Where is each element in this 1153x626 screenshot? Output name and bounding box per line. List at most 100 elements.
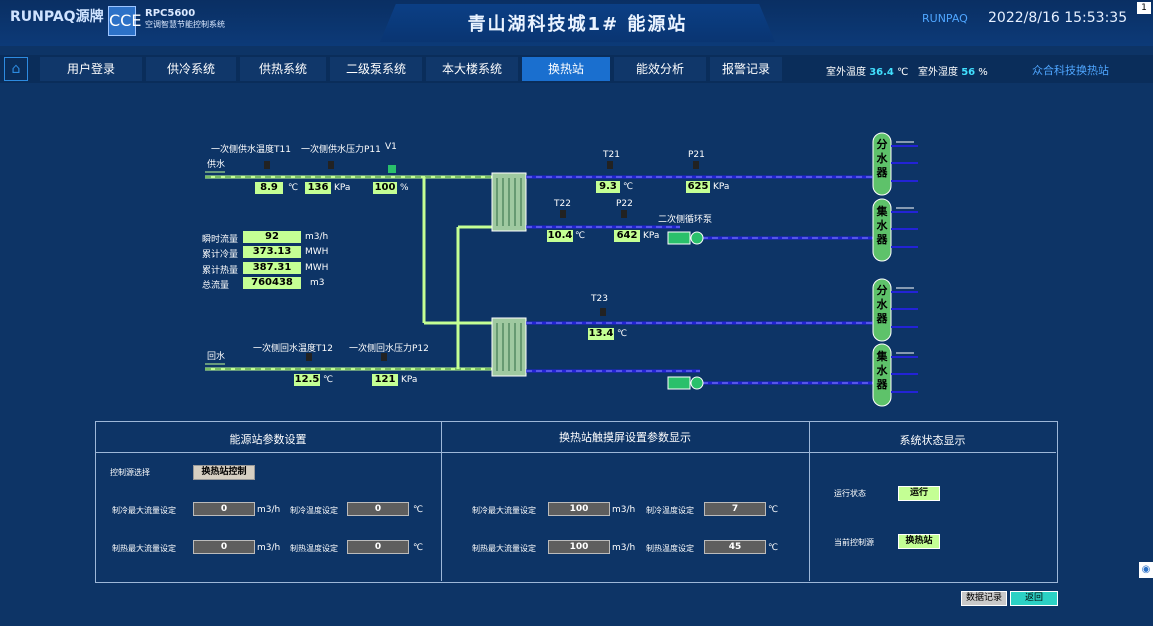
cool-value: 373.13 <box>243 246 301 258</box>
manifold-char: 器 <box>876 312 888 325</box>
p21-unit: KPa <box>713 182 730 192</box>
manifold-collector-2: 集 水 器 <box>876 350 888 392</box>
mid-heat-temp-label: 制热温度设定 <box>646 544 694 553</box>
mid-cool-flow-label: 制冷最大流量设定 <box>472 506 536 515</box>
ctrl-source-button[interactable]: 换热站控制 <box>193 465 255 480</box>
run-state-badge: 运行 <box>898 486 940 501</box>
panel-header-line <box>95 452 1056 453</box>
outdoor-humidity: 室外湿度 56 % <box>918 63 988 78</box>
manifold-char: 分 <box>876 138 888 151</box>
manifold-distributor-1: 分 水 器 <box>876 138 888 180</box>
t22-value: 10.4 <box>547 230 573 242</box>
t23-unit: ℃ <box>617 329 628 339</box>
window-button[interactable]: 1 <box>1137 2 1151 14</box>
energy-panel-title: 能源站参数设置 <box>229 433 307 446</box>
touch-panel-title: 换热站触摸屏设置参数显示 <box>559 431 691 444</box>
mid-heat-flow-value: 100 <box>548 540 610 554</box>
run-state-label: 运行状态 <box>834 489 866 498</box>
outdoor-temp: 室外温度 36.4 ℃ <box>826 63 908 78</box>
nav-tab-3[interactable]: 二级泵系统 <box>330 57 422 81</box>
mid-cool-flow-value: 100 <box>548 502 610 516</box>
supply-label: 供水 <box>207 160 226 170</box>
home-icon[interactable]: ⌂ <box>4 57 28 81</box>
p11-value: 136 <box>305 182 331 194</box>
p12-value: 121 <box>372 374 398 386</box>
left-heat-flow-input[interactable]: 0 <box>193 540 255 554</box>
mid-heat-temp-value: 45 <box>704 540 766 554</box>
settings-panel <box>95 421 1058 583</box>
back-button[interactable]: 返回 <box>1010 591 1058 606</box>
heat-value: 387.31 <box>243 262 301 274</box>
product-subtitle: 空调智慧节能控制系统 <box>145 20 225 29</box>
outdoor-temp-label: 室外温度 <box>826 67 866 78</box>
nav-tab-7[interactable]: 报警记录 <box>710 57 782 81</box>
t23-label: T23 <box>591 294 608 304</box>
mid-cool-temp-label: 制冷温度设定 <box>646 506 694 515</box>
left-heat-temp-label: 制热温度设定 <box>290 544 338 553</box>
p22-value: 642 <box>614 230 640 242</box>
manifold-char: 水 <box>876 219 888 232</box>
t11-unit: ℃ <box>288 183 299 193</box>
v1-value: 100 <box>373 182 397 194</box>
ctrl-source-label: 当前控制源 <box>834 538 874 547</box>
left-cool-temp-input[interactable]: 0 <box>347 502 409 516</box>
t22-unit: ℃ <box>575 231 586 241</box>
t21-unit: ℃ <box>623 182 634 192</box>
t22-label: T22 <box>554 199 571 209</box>
manifold-char: 器 <box>876 166 888 179</box>
left-heat-temp-input[interactable]: 0 <box>347 540 409 554</box>
p12-unit: KPa <box>401 375 418 385</box>
mid-heat-flow-unit: m3/h <box>612 543 636 553</box>
nav-tab-2[interactable]: 供热系统 <box>240 57 326 81</box>
manifold-char: 水 <box>876 298 888 311</box>
flow-value: 92 <box>243 231 301 243</box>
nav-tab-6[interactable]: 能效分析 <box>614 57 706 81</box>
p21-label: P21 <box>688 150 705 160</box>
manifold-char: 集 <box>876 350 888 363</box>
cce-logo: CCE <box>108 6 141 36</box>
p22-label: P22 <box>616 199 633 209</box>
v1-unit: % <box>400 183 409 193</box>
nav-tab-0[interactable]: 用户登录 <box>40 57 142 81</box>
t12-label: 一次侧回水温度T12 <box>253 344 333 354</box>
cool-unit: MWH <box>305 247 329 257</box>
manifold-distributor-2: 分 水 器 <box>876 284 888 326</box>
mid-cool-temp-unit: ℃ <box>768 505 779 515</box>
p22-unit: KPa <box>643 231 660 241</box>
manifold-char: 集 <box>876 205 888 218</box>
side-assistant-icon[interactable]: ◉ <box>1139 562 1153 578</box>
runpaq-label: RUNPAQ <box>922 12 968 25</box>
nav-tab-4[interactable]: 本大楼系统 <box>426 57 518 81</box>
p11-label: 一次侧供水压力P11 <box>301 145 381 155</box>
cool-label: 累计冷量 <box>202 250 239 260</box>
t12-value: 12.5 <box>294 374 320 386</box>
panel-divider <box>809 421 810 581</box>
manifold-char: 水 <box>876 364 888 377</box>
panel-divider <box>441 421 442 581</box>
left-cool-flow-label: 制冷最大流量设定 <box>112 506 176 515</box>
nav-tab-5[interactable]: 换热站 <box>522 57 610 81</box>
manifold-collector-1: 集 水 器 <box>876 205 888 247</box>
flow-unit: m3/h <box>305 232 329 242</box>
outdoor-temp-value: 36.4 <box>869 67 894 78</box>
left-heat-flow-label: 制热最大流量设定 <box>112 544 176 553</box>
outdoor-hum-value: 56 <box>961 67 976 78</box>
mid-cool-flow-unit: m3/h <box>612 505 636 515</box>
t23-value: 13.4 <box>588 328 614 340</box>
manifold-char: 水 <box>876 152 888 165</box>
v1-label: V1 <box>385 142 397 152</box>
left-cool-flow-input[interactable]: 0 <box>193 502 255 516</box>
manifold-char: 分 <box>876 284 888 297</box>
data-record-button[interactable]: 数据记录 <box>961 591 1007 606</box>
heat-unit: MWH <box>305 263 329 273</box>
t21-value: 9.3 <box>596 181 620 193</box>
manifold-char: 器 <box>876 378 888 391</box>
status-panel-title: 系统状态显示 <box>899 434 966 447</box>
nav-tab-1[interactable]: 供冷系统 <box>146 57 236 81</box>
outdoor-temp-unit: ℃ <box>897 67 909 78</box>
total-label: 总流量 <box>202 281 230 291</box>
manifold-char: 器 <box>876 233 888 246</box>
return-label: 回水 <box>207 352 226 362</box>
mid-heat-temp-unit: ℃ <box>768 543 779 553</box>
